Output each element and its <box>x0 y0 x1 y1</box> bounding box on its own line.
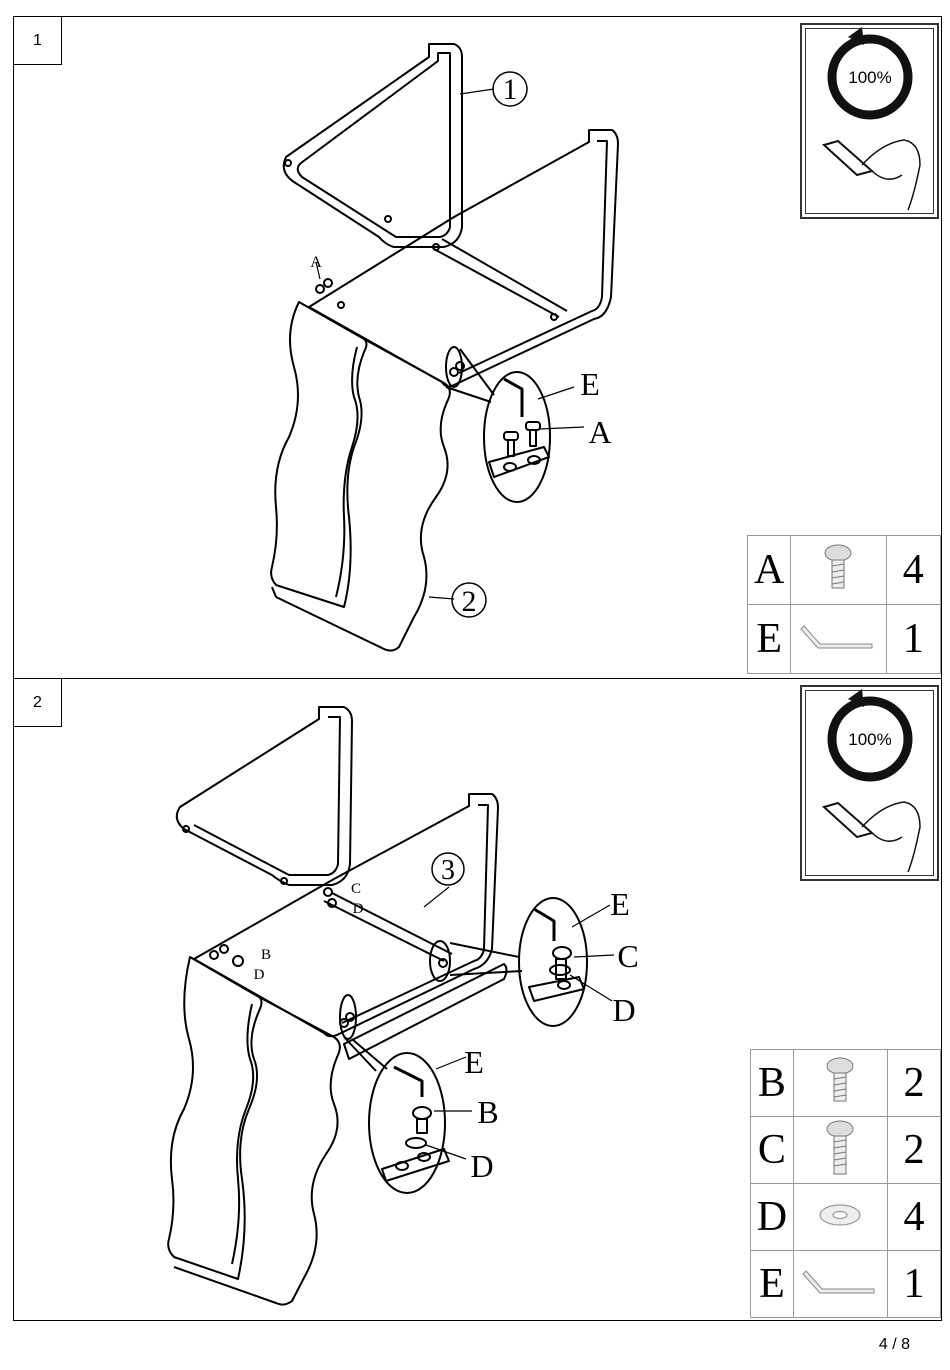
part-quantity: 4 <box>888 1184 941 1251</box>
step-2-panel: 2 <box>13 678 942 1321</box>
parts-row: D 4 <box>751 1184 941 1251</box>
tighten-100-icon: 100% <box>802 687 937 879</box>
part-letter: B <box>751 1050 794 1117</box>
page-number: 4 / 8 <box>879 1336 910 1354</box>
bolt-c-label: C <box>617 938 638 974</box>
washer-c-small-label: C <box>351 881 361 897</box>
washer-d-small-label-2: D <box>254 967 265 983</box>
washer-icon <box>793 1184 887 1251</box>
part-3-callout: 3 <box>441 855 455 886</box>
allen-key-e-label: E <box>610 886 630 922</box>
part-quantity: 2 <box>888 1050 941 1117</box>
part-letter: D <box>751 1184 794 1251</box>
parts-table: A 4 E 1 <box>747 535 941 674</box>
parts-row: A 4 <box>748 536 941 605</box>
bolt-b-small-label: B <box>261 947 271 963</box>
parts-row: E 1 <box>748 605 941 674</box>
allen-key-e-label-2: E <box>464 1044 484 1080</box>
bolt-icon <box>793 1050 887 1117</box>
allen-key-e-label: E <box>580 366 600 402</box>
parts-row: C 2 <box>751 1117 941 1184</box>
part-letter: E <box>748 605 791 674</box>
part-letter: C <box>751 1117 794 1184</box>
washer-d-label: D <box>612 992 635 1028</box>
bolt-a-label: A <box>588 414 611 450</box>
part-letter: A <box>748 536 791 605</box>
part-quantity: 1 <box>886 605 940 674</box>
svg-text:100%: 100% <box>848 730 891 749</box>
part-2-callout: 2 <box>462 585 477 618</box>
tighten-100-icon: 100% <box>802 25 937 217</box>
tool-instruction-box: 100% <box>800 685 939 881</box>
allen-key-icon <box>793 1251 887 1318</box>
part-quantity: 1 <box>888 1251 941 1318</box>
parts-row: B 2 <box>751 1050 941 1117</box>
washer-d-small-label: D <box>353 901 364 917</box>
parts-table: B 2 C 2 D 4 E 1 <box>750 1049 941 1318</box>
part-quantity: 2 <box>888 1117 941 1184</box>
allen-key-icon <box>791 605 886 674</box>
long-bolt-icon <box>793 1117 887 1184</box>
part-1-callout: 1 <box>503 73 518 106</box>
bolt-a-small-label: A <box>310 254 322 271</box>
washer-d-label-2: D <box>470 1148 493 1184</box>
parts-row: E 1 <box>751 1251 941 1318</box>
part-quantity: 4 <box>886 536 940 605</box>
svg-text:100%: 100% <box>848 68 891 87</box>
step-1-panel: 1 <box>13 16 942 679</box>
bolt-b-label: B <box>477 1094 498 1130</box>
part-letter: E <box>751 1251 794 1318</box>
bolt-icon <box>791 536 886 605</box>
tool-instruction-box: 100% <box>800 23 939 219</box>
